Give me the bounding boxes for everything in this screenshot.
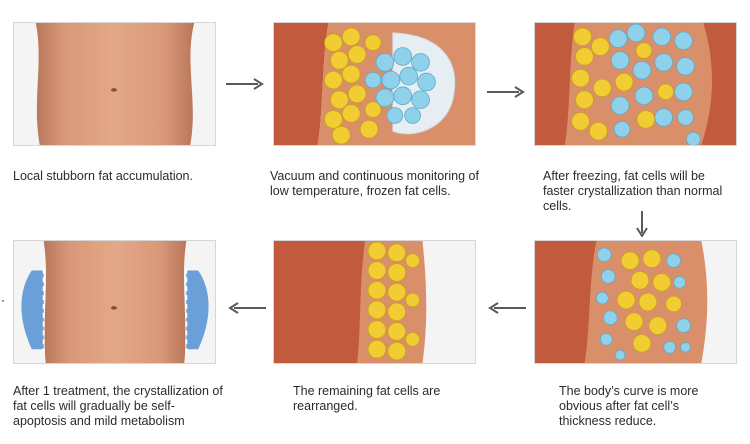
step-1-caption: Local stubborn fat accumulation. bbox=[13, 169, 223, 184]
step-3-image bbox=[534, 22, 737, 146]
step-4-image bbox=[534, 240, 737, 364]
step-5-caption: The remaining fat cells are rearranged. bbox=[293, 384, 473, 414]
step-2-caption: Vacuum and continuous monitoring of low … bbox=[270, 169, 485, 199]
step-2-image bbox=[273, 22, 476, 146]
arrow-right-icon bbox=[226, 78, 264, 90]
stray-dot bbox=[2, 300, 4, 302]
step-1-image bbox=[13, 22, 216, 146]
arrow-left-icon bbox=[228, 302, 266, 314]
arrow-left-icon bbox=[488, 302, 526, 314]
step-6-image bbox=[13, 240, 216, 364]
arrow-right-icon bbox=[487, 86, 525, 98]
arrow-down-icon bbox=[636, 211, 648, 237]
step-4-caption: The body’s curve is more obvious after f… bbox=[559, 384, 724, 429]
step-5-image bbox=[273, 240, 476, 364]
step-6-caption: After 1 treatment, the crystallization o… bbox=[13, 384, 228, 429]
step-3-caption: After freezing, fat cells will be faster… bbox=[543, 169, 723, 214]
